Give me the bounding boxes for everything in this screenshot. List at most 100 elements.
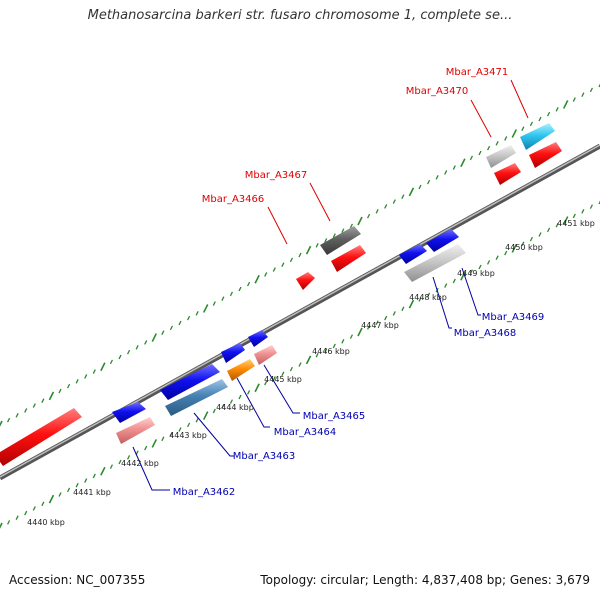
tick-mark <box>469 155 474 161</box>
gene-arrow-mbar-a3465[interactable] <box>254 345 277 365</box>
gene-arrow-red-left[interactable] <box>0 408 82 466</box>
gene-arrow-blue-d[interactable] <box>248 330 268 347</box>
tick-mark <box>444 170 448 175</box>
tick-mark <box>58 388 62 394</box>
tick-mark <box>32 403 36 408</box>
gene-arrow-mbar-a3462[interactable] <box>116 417 155 444</box>
tick-mark <box>529 236 534 242</box>
tick-mark <box>495 140 499 146</box>
tick-mark <box>100 362 106 372</box>
tick-mark <box>426 179 431 185</box>
tick-mark <box>75 378 79 384</box>
kbp-tick-label: 4442 kbp <box>121 459 159 468</box>
tick-mark <box>562 216 569 225</box>
gene-arrow-mbar-a3471[interactable] <box>520 123 555 150</box>
tick-mark <box>538 232 542 237</box>
gene-label-mbar-a3462[interactable]: Mbar_A3462 <box>173 487 236 498</box>
gene-arrow-blue-b[interactable] <box>160 364 220 400</box>
gene-arrow-blue-e[interactable] <box>399 244 427 264</box>
gene-arrow-mbar-a3470[interactable] <box>486 145 516 168</box>
tick-mark <box>332 343 336 349</box>
gene-label-mbar-a3469[interactable]: Mbar_A3469 <box>482 312 545 323</box>
tick-mark <box>324 348 328 353</box>
tick-mark <box>426 292 431 298</box>
tick-mark <box>118 354 122 360</box>
tick-mark <box>238 394 242 400</box>
kbp-tick-label: 4446 kbp <box>312 347 350 356</box>
tick-mark <box>229 399 234 404</box>
gene-label-mbar-a3466[interactable]: Mbar_A3466 <box>202 194 265 205</box>
tick-mark <box>315 352 319 358</box>
genome-backbone-highlight <box>0 144 600 478</box>
tick-mark <box>555 106 559 112</box>
gene-label-mbar-a3468[interactable]: Mbar_A3468 <box>454 328 517 339</box>
gene-arrow-red-g[interactable] <box>494 163 521 185</box>
tick-mark <box>15 515 19 521</box>
gene-arrow-mbar-a3466[interactable] <box>296 272 315 290</box>
tick-mark <box>0 420 3 427</box>
callout-mbar-a3471 <box>510 79 529 119</box>
tick-mark <box>298 252 302 258</box>
gene-label-mbar-a3470[interactable]: Mbar_A3470 <box>406 86 469 97</box>
gene-arrow-mbar-a3463[interactable] <box>165 379 228 416</box>
tick-mark <box>384 204 388 209</box>
tick-mark <box>212 408 216 414</box>
gene-label-mbar-a3467[interactable]: Mbar_A3467 <box>245 170 308 181</box>
tick-mark <box>486 260 491 265</box>
tick-mark <box>572 97 576 102</box>
kbp-tick-label: 4448 kbp <box>409 293 447 302</box>
gene-arrow-red-f[interactable] <box>331 245 366 272</box>
kbp-tick-label: 4440 kbp <box>27 518 65 527</box>
tick-mark <box>511 129 518 138</box>
tick-mark <box>178 320 182 326</box>
tick-mark <box>341 228 345 234</box>
tick-mark <box>202 411 209 420</box>
gene-arrow-mbar-a3469[interactable] <box>426 229 459 252</box>
gene-arrow-mbar-a3467[interactable] <box>320 226 361 255</box>
tick-mark <box>324 238 328 243</box>
tick-mark <box>546 111 551 117</box>
gene-arrow-red-h[interactable] <box>529 142 562 168</box>
gene-arrow-mbar-a3468[interactable] <box>404 244 466 282</box>
tick-mark <box>486 145 491 151</box>
gene-arrow-mbar-a3464[interactable] <box>227 359 255 381</box>
tick-mark <box>495 255 499 261</box>
tick-mark <box>169 431 174 437</box>
tick-mark <box>538 116 542 122</box>
gene-features <box>0 123 562 466</box>
tick-mark <box>418 184 422 190</box>
tick-mark <box>169 325 174 331</box>
kbp-tick-label: 4444 kbp <box>216 403 254 412</box>
tick-mark <box>315 242 319 248</box>
tick-mark <box>444 283 448 288</box>
tick-mark <box>511 244 518 253</box>
tick-mark <box>272 267 276 272</box>
gene-label-mbar-a3463[interactable]: Mbar_A3463 <box>233 451 296 462</box>
tick-mark <box>589 204 594 209</box>
tick-mark <box>452 278 456 284</box>
tick-mark <box>418 297 422 302</box>
tick-mark <box>75 482 79 488</box>
tick-mark <box>521 241 525 247</box>
tick-mark <box>375 208 379 214</box>
gene-arrow-blue-a[interactable] <box>112 402 146 423</box>
gene-label-mbar-a3464[interactable]: Mbar_A3464 <box>274 427 337 438</box>
tick-mark <box>392 199 396 204</box>
callout-mbar-a3463 <box>193 412 234 457</box>
tick-ring-group <box>0 83 600 529</box>
tick-mark <box>529 121 534 127</box>
tick-mark <box>6 417 11 423</box>
gene-label-mbar-a3465[interactable]: Mbar_A3465 <box>303 411 366 422</box>
tick-mark <box>221 296 225 302</box>
callout-mbar-a3464 <box>236 377 270 428</box>
gene-arrow-blue-c[interactable] <box>221 343 245 363</box>
tick-mark <box>478 264 482 270</box>
gene-label-mbar-a3471[interactable]: Mbar_A3471 <box>446 67 509 78</box>
tick-mark <box>384 315 388 321</box>
tick-mark <box>186 315 191 321</box>
tick-mark <box>504 136 508 141</box>
topology-label: Topology: circular; Length: 4,837,408 bp… <box>260 573 590 587</box>
genome-backbone <box>0 143 600 481</box>
tick-mark <box>555 222 559 228</box>
